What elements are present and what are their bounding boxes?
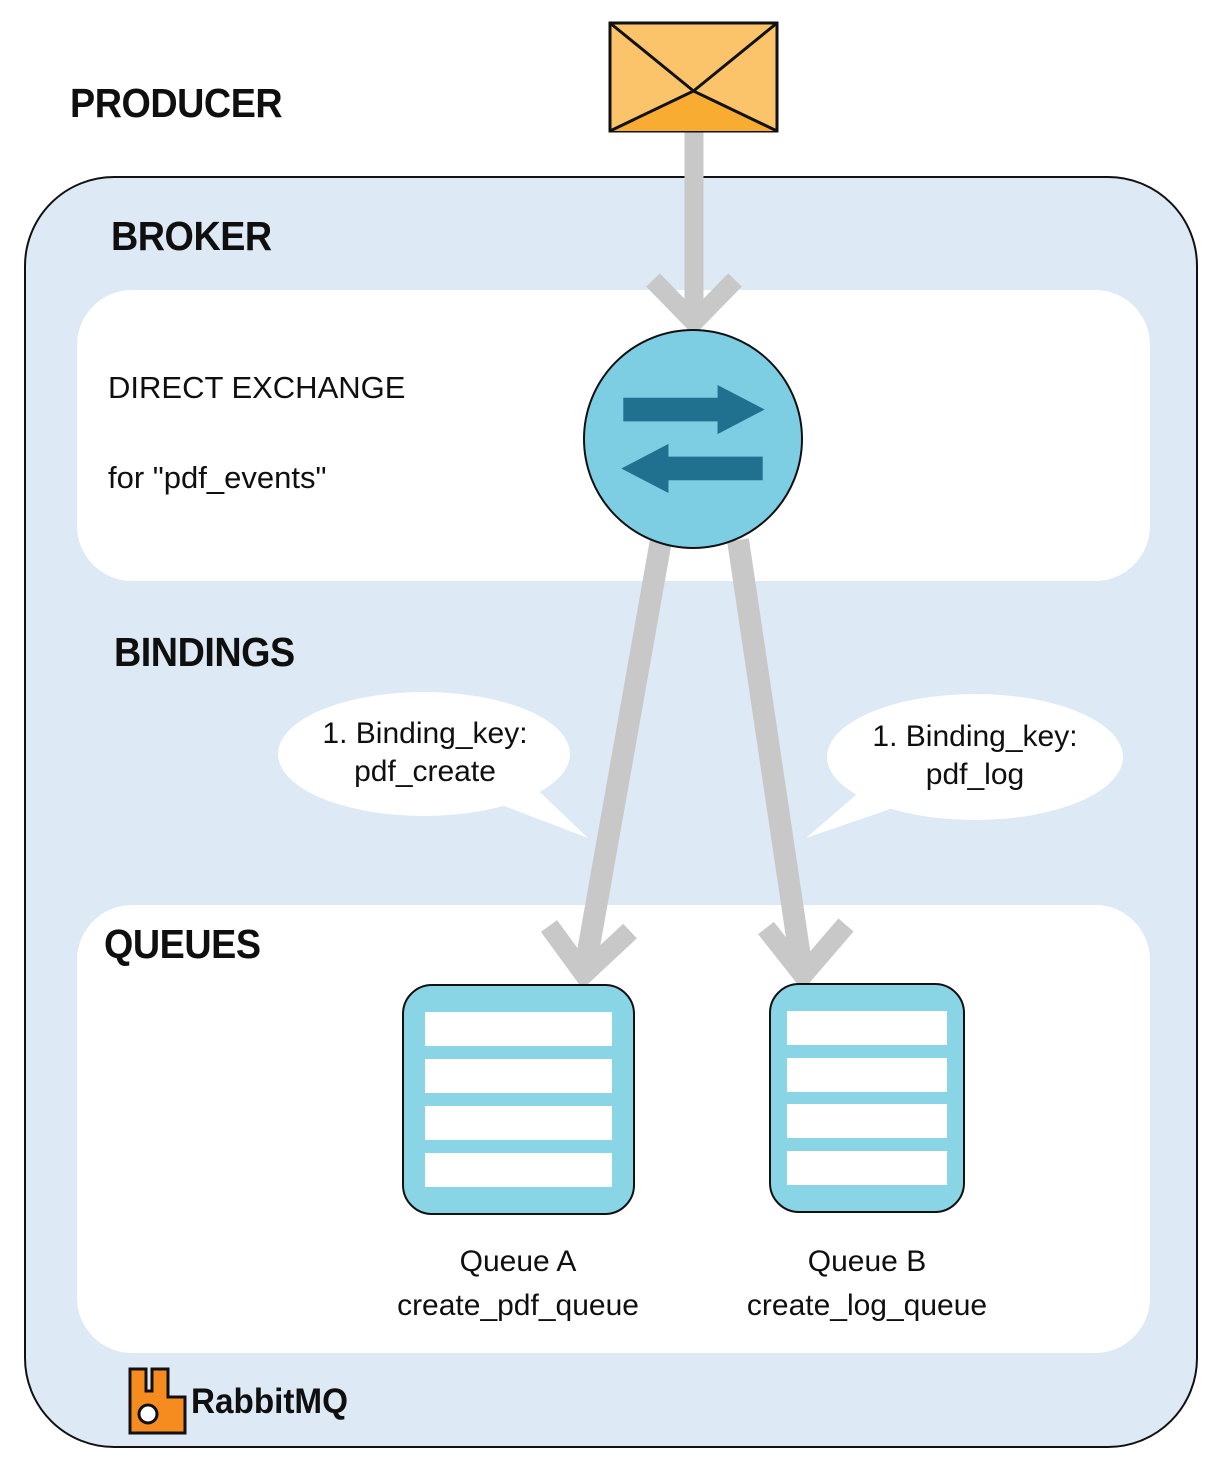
- queues-section-label: QUEUES: [104, 921, 261, 967]
- queue-slot: [787, 1150, 947, 1185]
- exchange-caption-line2: for "pdf_events": [108, 460, 327, 495]
- queue-a-label: Queue A create_pdf_queue: [318, 1240, 718, 1328]
- exchange-caption-line1: DIRECT EXCHANGE: [108, 370, 406, 405]
- binding-2-line1: 1. Binding_key:: [872, 720, 1078, 753]
- binding-1-line2: pdf_create: [354, 755, 496, 788]
- queue-slot: [425, 1059, 612, 1093]
- queue-slot: [425, 1012, 612, 1046]
- queue-b-queue-name: create_log_queue: [746, 1289, 988, 1322]
- broker-section-label: BROKER: [111, 213, 272, 259]
- queue-b-name: Queue B: [807, 1245, 927, 1278]
- binding-key-text-1: 1. Binding_key: pdf_create: [294, 715, 556, 791]
- bubble-body: [827, 694, 1123, 820]
- queue-b-icon: [769, 983, 965, 1213]
- binding-bubble-pdf-log: [806, 694, 1123, 838]
- binding-bubble-pdf-create: [278, 692, 588, 838]
- queue-slot: [787, 1011, 947, 1045]
- queue-slot: [787, 1104, 947, 1139]
- exchange-swap-arrows-icon: [621, 385, 765, 493]
- bindings-section-label: BINDINGS: [114, 629, 295, 675]
- binding-2-line2: pdf_log: [925, 758, 1025, 791]
- queue-slot: [425, 1106, 612, 1140]
- brand-name: RabbitMQ: [191, 1382, 349, 1421]
- queue-slot: [787, 1057, 947, 1092]
- producer-section-label: PRODUCER: [70, 80, 283, 126]
- queue-a-icon: [402, 984, 635, 1215]
- binding-key-text-2: 1. Binding_key: pdf_log: [844, 718, 1106, 794]
- envelope-icon: [608, 21, 779, 133]
- rabbitmq-rabbit-icon: [128, 1367, 187, 1435]
- bubble-body: [278, 692, 570, 816]
- queue-b-label: Queue B create_log_queue: [667, 1240, 1067, 1328]
- exchange-caption: DIRECT EXCHANGE for "pdf_events": [108, 320, 405, 545]
- queue-a-queue-name: create_pdf_queue: [397, 1289, 639, 1322]
- queue-a-name: Queue A: [459, 1245, 577, 1278]
- queue-slot: [425, 1153, 612, 1187]
- binding-1-line1: 1. Binding_key:: [322, 717, 528, 750]
- direct-exchange-node: [583, 329, 803, 549]
